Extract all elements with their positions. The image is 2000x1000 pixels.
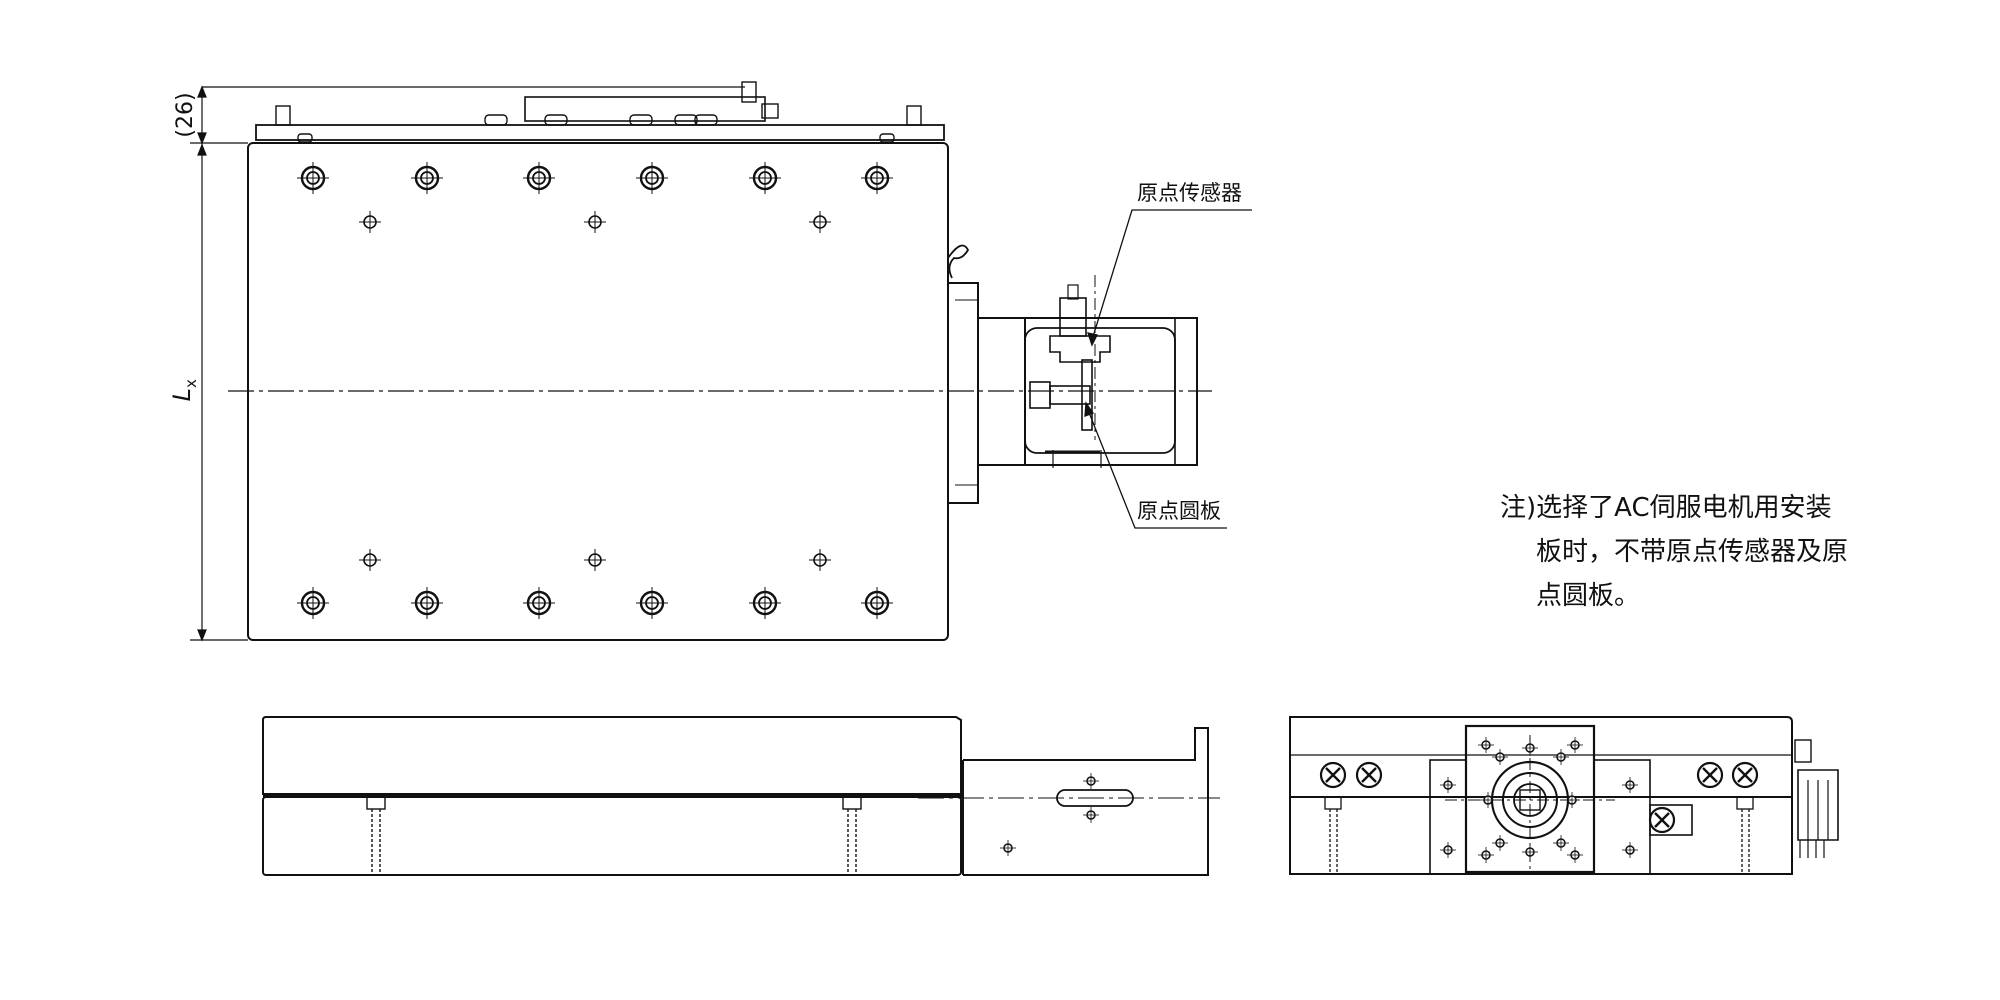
dimension-height-offset: (26) bbox=[173, 92, 198, 137]
motor-flange bbox=[947, 282, 979, 504]
note-line-2: 板时，不带原点传感器及原 bbox=[1536, 537, 1849, 567]
mounting-bolts-top-row bbox=[295, 160, 895, 196]
note-line-1: 注)选择了AC伺服电机用安装 bbox=[1500, 493, 1832, 523]
callout-leaders bbox=[1084, 209, 1252, 529]
svg-text:L: L bbox=[168, 388, 196, 401]
front-upper-table bbox=[262, 716, 962, 795]
dimension-length-label: L x bbox=[168, 379, 200, 401]
side-view bbox=[1289, 716, 1839, 875]
side-body-outline bbox=[1289, 716, 1793, 875]
callout-origin-disc: 原点圆板 bbox=[1137, 499, 1221, 523]
top-edge-rail bbox=[255, 124, 945, 141]
front-small-holes bbox=[999, 772, 1100, 857]
mounting-bolts-bottom-row bbox=[295, 585, 895, 621]
svg-text:x: x bbox=[182, 379, 200, 388]
note-text: 注)选择了AC伺服电机用安装 板时，不带原点传感器及原 点圆板。 bbox=[1500, 486, 1920, 618]
note-line-3: 点圆板。 bbox=[1536, 581, 1641, 611]
top-view bbox=[247, 81, 1198, 641]
front-view bbox=[262, 716, 1209, 876]
front-motor-bracket bbox=[963, 727, 1209, 876]
dimension-lines bbox=[190, 85, 745, 642]
callout-origin-sensor: 原点传感器 bbox=[1137, 181, 1242, 205]
